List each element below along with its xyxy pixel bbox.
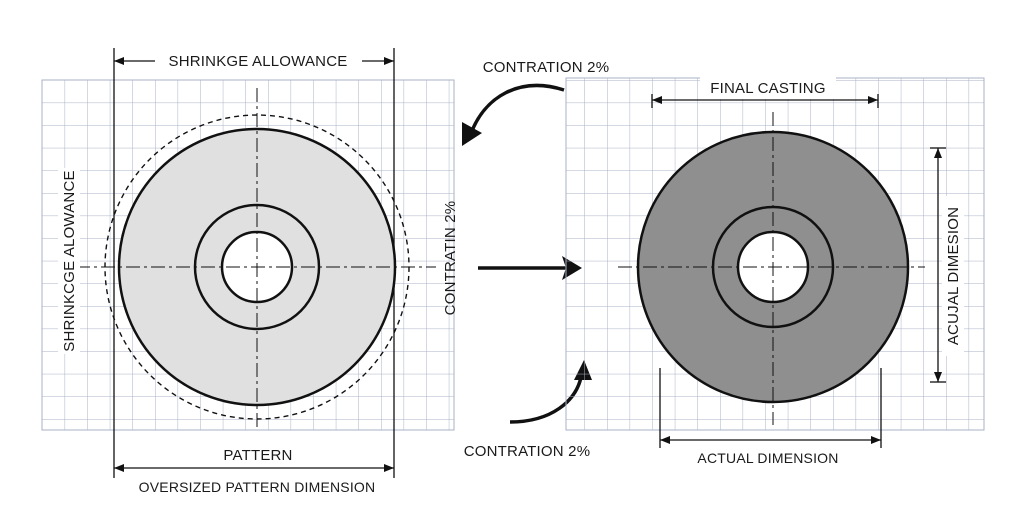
final-casting-label-bg <box>700 77 836 99</box>
actual-dimension-bottom-label-bg <box>672 447 868 469</box>
actual-dimension-arrow-bottom <box>934 372 942 382</box>
contraction-top-arrowhead <box>462 122 482 146</box>
pattern-arrow-right <box>384 464 394 472</box>
contraction-top-label: CONTRATION 2% <box>483 59 610 76</box>
pattern-arrow-left <box>114 464 124 472</box>
actual-dimension-arrow-top <box>934 148 942 158</box>
shrinkage-label-bg <box>160 50 358 72</box>
pattern-panel: SHRINKGE ALLOWANCE SHRINKCGE ALOWANCE PA… <box>41 48 455 495</box>
oversized-pattern-dimension-label: OVERSIZED PATTERN DIMENSION <box>139 479 376 495</box>
shrinkage-allowance-side-label: SHRINKCGE ALOWANCE <box>61 170 78 351</box>
actual-dimension-side-label: ACUJAL DIMESION <box>945 207 962 345</box>
actual-dimension-arrow-right <box>871 436 881 444</box>
actual-dimension-arrow-left <box>660 436 670 444</box>
pattern-label: PATTERN <box>223 447 292 464</box>
contraction-top-arrow <box>468 83 565 137</box>
casting-panel: FINAL CASTING ACUJAL DIMESION ACTUAL DIM… <box>565 77 985 469</box>
contraction-top-label-bg <box>472 56 622 78</box>
pattern-label-bg <box>212 443 304 465</box>
shrinkage-allowance-label: SHRINKGE ALLOWANCE <box>169 53 348 70</box>
final-casting-arrow-left <box>652 96 662 104</box>
shrinkage-arrow-left <box>114 57 124 65</box>
final-casting-arrow-right <box>868 96 878 104</box>
shrinkage-side-label-bg <box>58 168 80 354</box>
final-casting-label: FINAL CASTING <box>710 80 825 97</box>
contraction-middle-label: CONTRATIN 2% <box>442 201 459 316</box>
actual-dimension-bottom-label: ACTUAL DIMENSION <box>697 450 838 466</box>
contraction-bottom-label: CONTRATION 2% <box>464 443 591 460</box>
actual-dimension-side-label-bg <box>942 196 964 356</box>
shrinkage-arrow-right <box>384 57 394 65</box>
